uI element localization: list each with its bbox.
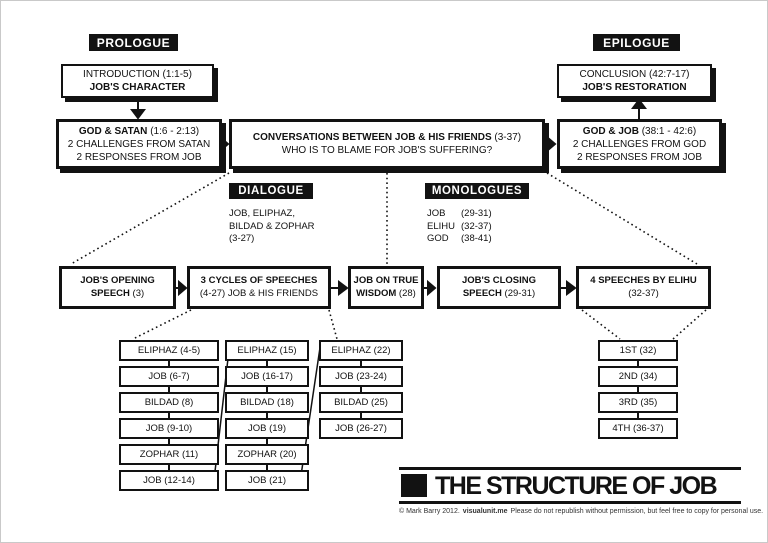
dotted-elihu-to-speeches-right bbox=[672, 309, 707, 340]
dialogue-label: DIALOGUE bbox=[229, 183, 313, 199]
site-name: visualunit.me bbox=[462, 508, 508, 515]
dotted-conversations-to-opening bbox=[70, 172, 230, 265]
title-rule-top bbox=[399, 467, 741, 470]
closing-speech-box: JOB'S CLOSING SPEECH (29-31) bbox=[437, 266, 561, 309]
page-title: THE STRUCTURE OF JOB bbox=[435, 472, 718, 500]
list-item: BILDAD (18) bbox=[225, 392, 309, 413]
monologues-note: JOB(29-31) ELIHU(32-37) GOD(38-41) bbox=[427, 208, 492, 244]
list-item: ELIPHAZ (4-5) bbox=[119, 340, 219, 361]
list-item: JOB (9-10) bbox=[119, 418, 219, 439]
dialogue-note: JOB, ELIPHAZ, BILDAD & ZOPHAR (3-27) bbox=[229, 208, 315, 244]
elihu-speeches-box: 4 SPEECHES BY ELIHU (32-37) bbox=[576, 266, 711, 309]
dotted-cycles-to-cycle1 bbox=[132, 309, 192, 340]
god-satan-line2: 2 CHALLENGES FROM SATAN bbox=[67, 138, 211, 150]
god-satan-title-line: GOD & SATAN (1:6 - 2:13) bbox=[78, 125, 200, 137]
list-item: ZOPHAR (11) bbox=[119, 444, 219, 465]
epilogue-label: EPILOGUE bbox=[593, 34, 680, 51]
list-item: ELIPHAZ (22) bbox=[319, 340, 403, 361]
god-satan-line3: 2 RESPONSES FROM JOB bbox=[76, 151, 202, 163]
god-satan-box: GOD & SATAN (1:6 - 2:13) 2 CHALLENGES FR… bbox=[56, 119, 222, 169]
list-item: JOB (12-14) bbox=[119, 470, 219, 491]
list-item: ZOPHAR (20) bbox=[225, 444, 309, 465]
conclusion-line2: JOB'S RESTORATION bbox=[582, 82, 687, 93]
true-wisdom-box: JOB ON TRUE WISDOM (28) bbox=[348, 266, 424, 309]
conversations-box: CONVERSATIONS BETWEEN JOB & HIS FRIENDS … bbox=[229, 119, 545, 169]
conclusion-box: CONCLUSION (42:7-17) JOB'S RESTORATION bbox=[557, 64, 712, 98]
license-text: Please do not republish without permissi… bbox=[510, 508, 764, 515]
list-item: ELIPHAZ (15) bbox=[225, 340, 309, 361]
list-item: 2ND (34) bbox=[598, 366, 678, 387]
title-rule-bottom bbox=[399, 501, 741, 504]
list-item: 1ST (32) bbox=[598, 340, 678, 361]
god-job-title-line: GOD & JOB (38:1 - 42:6) bbox=[582, 125, 697, 137]
opening-speech-box: JOB'S OPENING SPEECH (3) bbox=[59, 266, 176, 309]
list-item: 4TH (36-37) bbox=[598, 418, 678, 439]
introduction-line1: INTRODUCTION (1:1-5) bbox=[83, 69, 192, 80]
monologues-label: MONOLOGUES bbox=[425, 183, 529, 199]
god-job-line2: 2 CHALLENGES FROM GOD bbox=[572, 138, 707, 150]
god-job-line3: 2 RESPONSES FROM JOB bbox=[576, 151, 703, 163]
conversations-title-line: CONVERSATIONS BETWEEN JOB & HIS FRIENDS … bbox=[252, 132, 522, 143]
list-item: JOB (23-24) bbox=[319, 366, 403, 387]
list-item: 3RD (35) bbox=[598, 392, 678, 413]
conversations-line2: WHO IS TO BLAME FOR JOB'S SUFFERING? bbox=[281, 145, 493, 156]
list-item: JOB (16-17) bbox=[225, 366, 309, 387]
list-item: JOB (21) bbox=[225, 470, 309, 491]
cycle3-column: ELIPHAZ (22) JOB (23-24) BILDAD (25) JOB… bbox=[319, 340, 403, 439]
introduction-box: INTRODUCTION (1:1-5) JOB'S CHARACTER bbox=[61, 64, 214, 98]
title-square-icon bbox=[401, 474, 427, 497]
cycle1-column: ELIPHAZ (4-5) JOB (6-7) BILDAD (8) JOB (… bbox=[119, 340, 219, 491]
list-item: BILDAD (8) bbox=[119, 392, 219, 413]
introduction-line2: JOB'S CHARACTER bbox=[89, 82, 186, 93]
dotted-conversations-to-elihu bbox=[546, 172, 698, 265]
list-item: JOB (6-7) bbox=[119, 366, 219, 387]
dotted-cycles-to-cycle3 bbox=[328, 309, 338, 340]
elihu-speeches-column: 1ST (32) 2ND (34) 3RD (35) 4TH (36-37) bbox=[598, 340, 678, 439]
dotted-elihu-to-speeches-left bbox=[581, 309, 621, 340]
list-item: BILDAD (25) bbox=[319, 392, 403, 413]
god-job-box: GOD & JOB (38:1 - 42:6) 2 CHALLENGES FRO… bbox=[557, 119, 722, 169]
cycle2-column: ELIPHAZ (15) JOB (16-17) BILDAD (18) JOB… bbox=[225, 340, 309, 491]
copyright-text: © Mark Barry 2012. bbox=[399, 508, 460, 515]
conclusion-line1: CONCLUSION (42:7-17) bbox=[579, 69, 690, 80]
prologue-label: PROLOGUE bbox=[89, 34, 178, 51]
list-item: JOB (19) bbox=[225, 418, 309, 439]
cycles-of-speeches-box: 3 CYCLES OF SPEECHES (4-27) JOB & HIS FR… bbox=[187, 266, 331, 309]
list-item: JOB (26-27) bbox=[319, 418, 403, 439]
